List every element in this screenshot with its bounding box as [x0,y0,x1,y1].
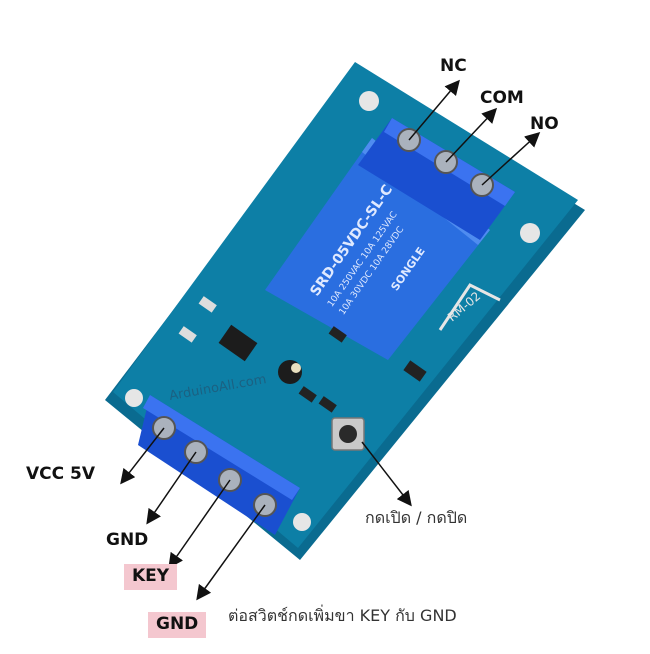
input-terminal-block [138,395,300,535]
smd-components [178,296,427,413]
label-key: KEY [124,564,178,590]
arrow-com [445,107,498,163]
mounting-hole [359,91,379,111]
label-button-note: กดเปิด / กดปิด [365,508,468,527]
label-vcc: VCC 5V [26,464,96,484]
mounting-hole [125,389,143,407]
label-nc: NC [440,56,467,76]
label-com: COM [480,88,524,108]
label-gnd-bottom: GND [148,612,207,638]
arrow-nc [408,79,460,141]
arrow-gnd [146,451,197,525]
arrow-gnd-2 [196,504,266,601]
arrow-button [361,441,412,507]
leader-lines [120,79,541,601]
mounting-hole [293,513,311,531]
mounting-hole [520,223,540,243]
arrow-vcc [120,427,165,485]
arrow-key [168,479,231,569]
label-no: NO [530,114,559,134]
label-gnd-top: GND [106,530,149,550]
label-switch-note: ต่อสวิตช์กดเพิ่มขา KEY กับ GND [228,606,457,625]
ic-chip [218,324,258,362]
arrow-no [481,131,541,186]
push-button [331,417,365,451]
